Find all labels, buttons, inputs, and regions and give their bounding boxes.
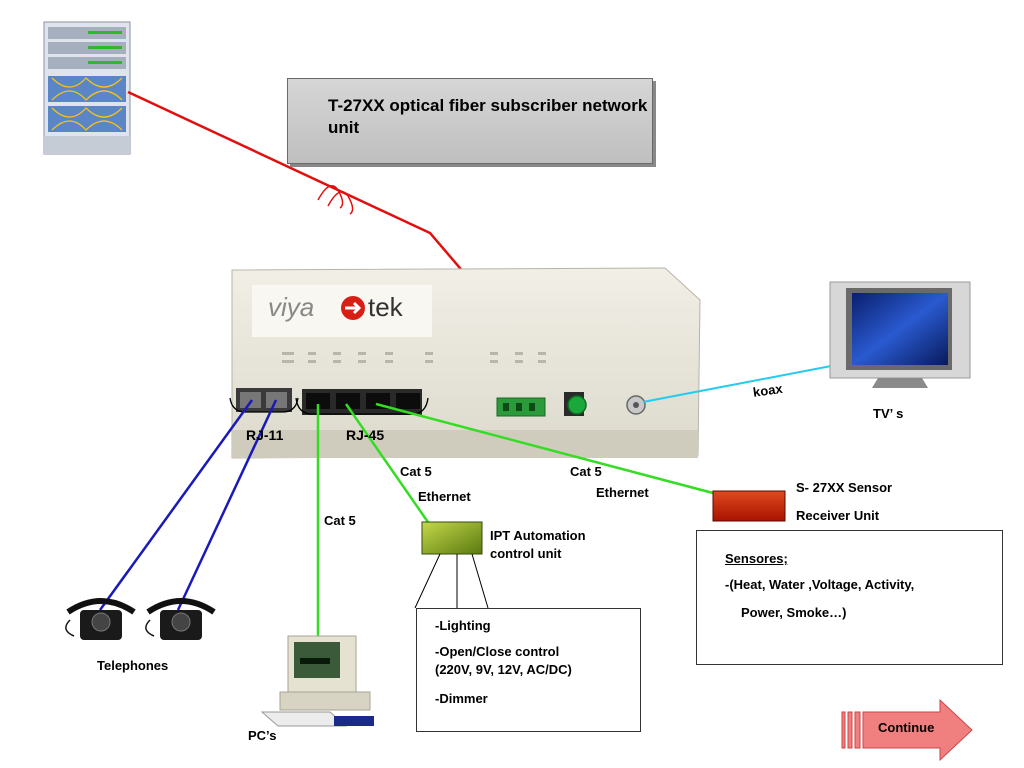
sensors-line-2: Power, Smoke…) xyxy=(741,605,847,620)
fiber-break-icon xyxy=(317,185,354,215)
rj45-label: RJ-45 xyxy=(346,427,385,443)
ipt-unit-title: IPT Automation xyxy=(490,528,586,543)
ethernet-sensor-label: Ethernet xyxy=(596,485,649,500)
sensor-unit-subtitle: Receiver Unit xyxy=(796,508,880,523)
ethernet-sensor-line xyxy=(375,402,714,495)
ipt-item-dimmer: -Dimmer xyxy=(435,691,488,706)
brand-logo-text: viya xyxy=(268,292,315,322)
viyatek-logo xyxy=(341,296,365,320)
koax-line xyxy=(642,361,853,403)
sensors-box: Sensores; -(Heat, Water ,Voltage, Activi… xyxy=(696,530,1003,665)
ipt-control-box: -Lighting -Open/Close control (220V, 9V,… xyxy=(416,608,641,732)
continue-button[interactable]: Continue xyxy=(840,698,974,760)
cat5-pc-label: Cat 5 xyxy=(324,513,356,528)
rj11-label: RJ-11 xyxy=(246,427,284,443)
tv-label: TV’ s xyxy=(873,406,904,421)
ipt-unit-icon xyxy=(421,521,483,555)
telephone-icon xyxy=(65,598,136,640)
telephone-icon xyxy=(145,598,216,640)
sensor-unit-title: S- 27XX Sensor xyxy=(796,480,893,495)
ipt-item-voltage: (220V, 9V, 12V, AC/DC) xyxy=(435,662,572,677)
ipt-item-lighting: -Lighting xyxy=(435,618,491,633)
pc-label: PC’s xyxy=(248,728,277,743)
server-rack-icon xyxy=(43,21,131,155)
ipt-unit-subtitle: control unit xyxy=(490,546,562,561)
sensors-heading: Sensores; xyxy=(725,551,788,566)
continue-label[interactable]: Continue xyxy=(878,720,935,735)
continue-arrow-icon[interactable] xyxy=(841,698,973,762)
telephones-label: Telephones xyxy=(97,658,169,673)
sensor-unit-icon xyxy=(712,490,786,522)
tv-icon xyxy=(829,281,971,388)
ethernet-ipt-line xyxy=(344,403,432,526)
phone-line-1 xyxy=(98,399,254,611)
cat5-ipt-label: Cat 5 xyxy=(400,464,432,479)
fiber-connector-icon xyxy=(567,395,587,415)
ipt-connector-lines xyxy=(414,553,489,609)
title-box: T-27XX optical fiber subscriber network … xyxy=(287,78,653,164)
sensors-line-1: -(Heat, Water ,Voltage, Activity, xyxy=(725,577,915,592)
brand-logo-suffix: tek xyxy=(368,292,403,322)
pc-icon xyxy=(260,635,374,727)
page-title: T-27XX optical fiber subscriber network … xyxy=(328,96,648,137)
ethernet-ipt-label: Ethernet xyxy=(418,489,471,504)
ipt-item-open-close: -Open/Close control xyxy=(435,644,560,659)
cat5-sensor-label: Cat 5 xyxy=(570,464,602,479)
status-leds xyxy=(282,352,546,363)
phone-line-2 xyxy=(176,399,278,611)
